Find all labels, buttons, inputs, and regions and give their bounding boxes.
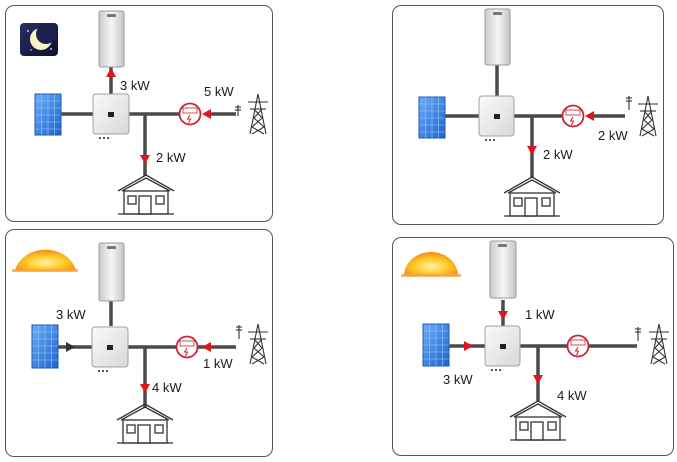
diagram-idle: 2 kW 2 kW	[418, 8, 658, 217]
inverter-icon	[478, 95, 515, 141]
diagram-night: 3 kW 5 kW 2 kW	[20, 10, 268, 215]
flow-arrow-to-house	[140, 384, 150, 393]
battery-icon	[489, 240, 517, 299]
house-icon	[509, 400, 567, 441]
flow-arrow-from-battery	[498, 311, 508, 320]
flow-arrows	[66, 342, 211, 393]
house-power-label: 4 kW	[557, 388, 587, 403]
panel-solar-grid: 3 kW 1 kW 4 kW	[5, 229, 273, 457]
flow-arrow-to-house	[140, 155, 150, 164]
panel-solar-battery: 1 kW 3 kW 4 kW	[392, 237, 674, 456]
grid-power-label: 2 kW	[598, 128, 628, 143]
power-pylon-icon	[236, 323, 268, 365]
moon-icon	[20, 23, 58, 56]
flow-arrow-from-grid	[585, 111, 594, 121]
battery-power-label: 3 kW	[120, 78, 150, 93]
solar-power-label: 3 kW	[443, 372, 473, 387]
inverter-icon	[484, 325, 521, 371]
power-pylon-icon	[635, 323, 669, 365]
grid-power-label: 5 kW	[204, 84, 234, 99]
flow-arrow-from-grid	[202, 342, 211, 352]
energy-meter-icon	[561, 104, 585, 128]
flow-arrows	[464, 311, 543, 384]
house-power-label: 2 kW	[156, 150, 186, 165]
flow-arrows	[106, 68, 211, 164]
solar-panel-icon	[418, 96, 446, 139]
battery-power-label: 1 kW	[525, 307, 555, 322]
flow-arrow-to-house	[533, 375, 543, 384]
energy-meter-icon	[175, 335, 199, 359]
flow-arrow-to-house	[527, 146, 537, 155]
panel-idle: 2 kW 2 kW	[392, 5, 664, 225]
grid-power-label: 1 kW	[203, 356, 233, 371]
power-pylon-icon	[626, 95, 658, 137]
house-power-label: 4 kW	[152, 380, 182, 395]
house-icon	[116, 403, 174, 444]
flow-arrow-from-solar	[464, 341, 473, 351]
house-icon	[117, 174, 175, 215]
house-power-label: 2 kW	[543, 147, 573, 162]
battery-icon	[98, 242, 125, 302]
sun-icon	[401, 252, 461, 277]
power-pylon-icon	[235, 93, 268, 135]
diagram-solar-battery: 1 kW 3 kW 4 kW	[401, 240, 669, 441]
battery-icon	[98, 10, 125, 68]
solar-panel-icon	[31, 324, 59, 369]
inverter-icon	[91, 326, 129, 372]
flow-arrow-to-battery	[106, 68, 116, 77]
battery-icon	[484, 8, 511, 66]
energy-meter-icon	[178, 102, 202, 126]
diagram-solar-grid: 3 kW 1 kW 4 kW	[12, 242, 268, 444]
flow-arrows	[527, 111, 594, 155]
house-icon	[503, 176, 561, 217]
energy-meter-icon	[566, 334, 590, 358]
panel-night: 3 kW 5 kW 2 kW	[5, 5, 273, 222]
connection-lines	[445, 64, 625, 178]
flow-arrow-from-grid	[202, 109, 211, 119]
solar-panel-icon	[34, 93, 62, 136]
inverter-icon	[92, 93, 130, 139]
sun-icon	[12, 249, 78, 272]
solar-panel-icon	[422, 323, 450, 367]
solar-power-label: 3 kW	[56, 307, 86, 322]
flow-arrow-from-solar	[66, 342, 75, 352]
